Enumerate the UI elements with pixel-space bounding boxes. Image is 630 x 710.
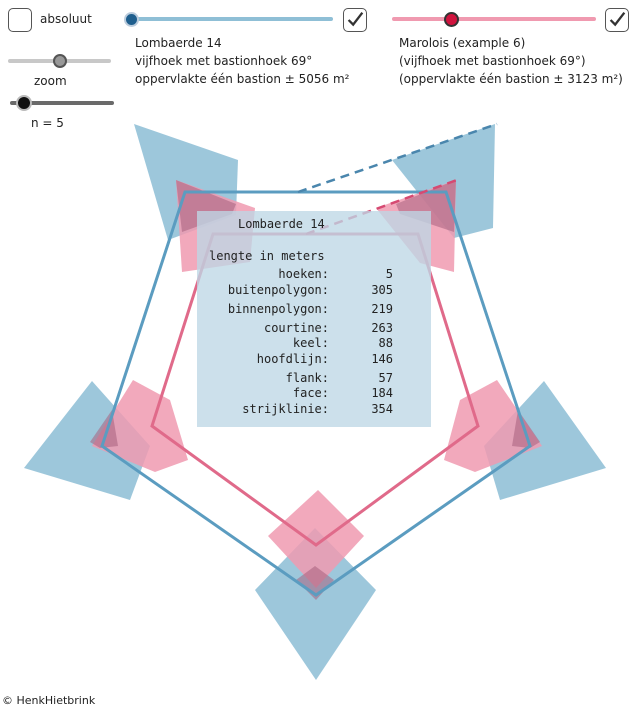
check-icon xyxy=(347,11,364,27)
check-icon xyxy=(609,11,626,27)
pink-bastion-bottom xyxy=(268,490,364,588)
zoom-slider-handle[interactable] xyxy=(53,54,67,68)
table-title: Lombaerde 14 xyxy=(238,217,325,231)
table-row-value: 305 xyxy=(371,283,393,297)
n-slider-track[interactable] xyxy=(10,101,114,105)
table-row-value: 354 xyxy=(371,402,393,416)
table-row-name: face: xyxy=(292,386,329,400)
credit-text: © HenkHietbrink xyxy=(2,694,96,707)
right-fort-slider-track[interactable] xyxy=(392,17,596,21)
table-row-name: flank: xyxy=(285,371,329,385)
n-slider-handle[interactable] xyxy=(16,95,32,111)
left-fort-checkbox[interactable] xyxy=(343,8,367,32)
table-row-name: buitenpolygon: xyxy=(227,283,329,297)
pink-bastion-right xyxy=(444,380,542,472)
blue-bastion-top-right xyxy=(392,124,495,238)
table-row: flank: 57 xyxy=(197,371,431,386)
table-row-name: keel: xyxy=(292,336,329,350)
table-row-value: 146 xyxy=(371,352,393,366)
table-row: hoofdlijn: 146 xyxy=(197,352,431,367)
left-fort-slider-track[interactable] xyxy=(130,17,333,21)
blue-outer-polygon xyxy=(100,190,532,597)
table-row-name: strijklinie: xyxy=(242,402,329,416)
blue-bastion-right xyxy=(484,381,606,500)
left-fort-title: Lombaerde 14 xyxy=(135,36,222,50)
pink-bastion-left xyxy=(92,380,188,472)
n-label: n = 5 xyxy=(31,116,64,130)
table-row: keel: 88 xyxy=(197,336,431,351)
table-row-name: hoeken: xyxy=(278,267,329,281)
table-row-name: binnenpolygon: xyxy=(227,302,329,316)
left-fort-area: oppervlakte één bastion ± 5056 m² xyxy=(135,72,350,86)
table-row: courtine: 263 xyxy=(197,321,431,336)
right-fort-info: Marolois (example 6) (vijfhoek met basti… xyxy=(399,34,623,88)
table-heading: lengte in meters xyxy=(209,249,325,263)
pink-dashed-line xyxy=(305,178,458,236)
table-row-value: 57 xyxy=(378,371,393,385)
measurements-table: Lombaerde 14 lengte in meters hoeken: 5 bu… xyxy=(197,211,431,427)
table-row-value: 219 xyxy=(371,302,393,316)
table-row: face: 184 xyxy=(197,386,431,401)
table-row-value: 5 xyxy=(385,267,393,281)
right-fort-area: (oppervlakte één bastion ± 3123 m²) xyxy=(399,72,623,86)
right-fort-slider-handle[interactable] xyxy=(444,12,459,27)
table-row: buitenpolygon: 305 xyxy=(197,283,431,298)
zoom-label: zoom xyxy=(34,74,67,88)
absolute-label: absoluut xyxy=(40,12,92,26)
right-fort-shape: (vijfhoek met bastionhoek 69°) xyxy=(399,54,586,68)
right-fort-checkbox[interactable] xyxy=(605,8,629,32)
absolute-checkbox[interactable] xyxy=(8,8,32,32)
table-row-value: 88 xyxy=(378,336,393,350)
table-row: hoeken: 5 xyxy=(197,267,431,282)
table-row: binnenpolygon: 219 xyxy=(197,302,431,317)
blue-dashed-line xyxy=(297,122,498,194)
table-row-value: 184 xyxy=(371,386,393,400)
blue-bastion-bottom xyxy=(255,528,376,680)
table-row-value: 263 xyxy=(371,321,393,335)
left-fort-info: Lombaerde 14 vijfhoek met bastionhoek 69… xyxy=(135,34,349,88)
left-fort-shape: vijfhoek met bastionhoek 69° xyxy=(135,54,313,68)
blue-bastions xyxy=(24,124,606,680)
table-row: strijklinie: 354 xyxy=(197,402,431,417)
left-fort-slider-handle[interactable] xyxy=(124,12,139,27)
right-fort-title: Marolois (example 6) xyxy=(399,36,526,50)
table-row-name: courtine: xyxy=(263,321,329,335)
table-row-name: hoofdlijn: xyxy=(256,352,329,366)
